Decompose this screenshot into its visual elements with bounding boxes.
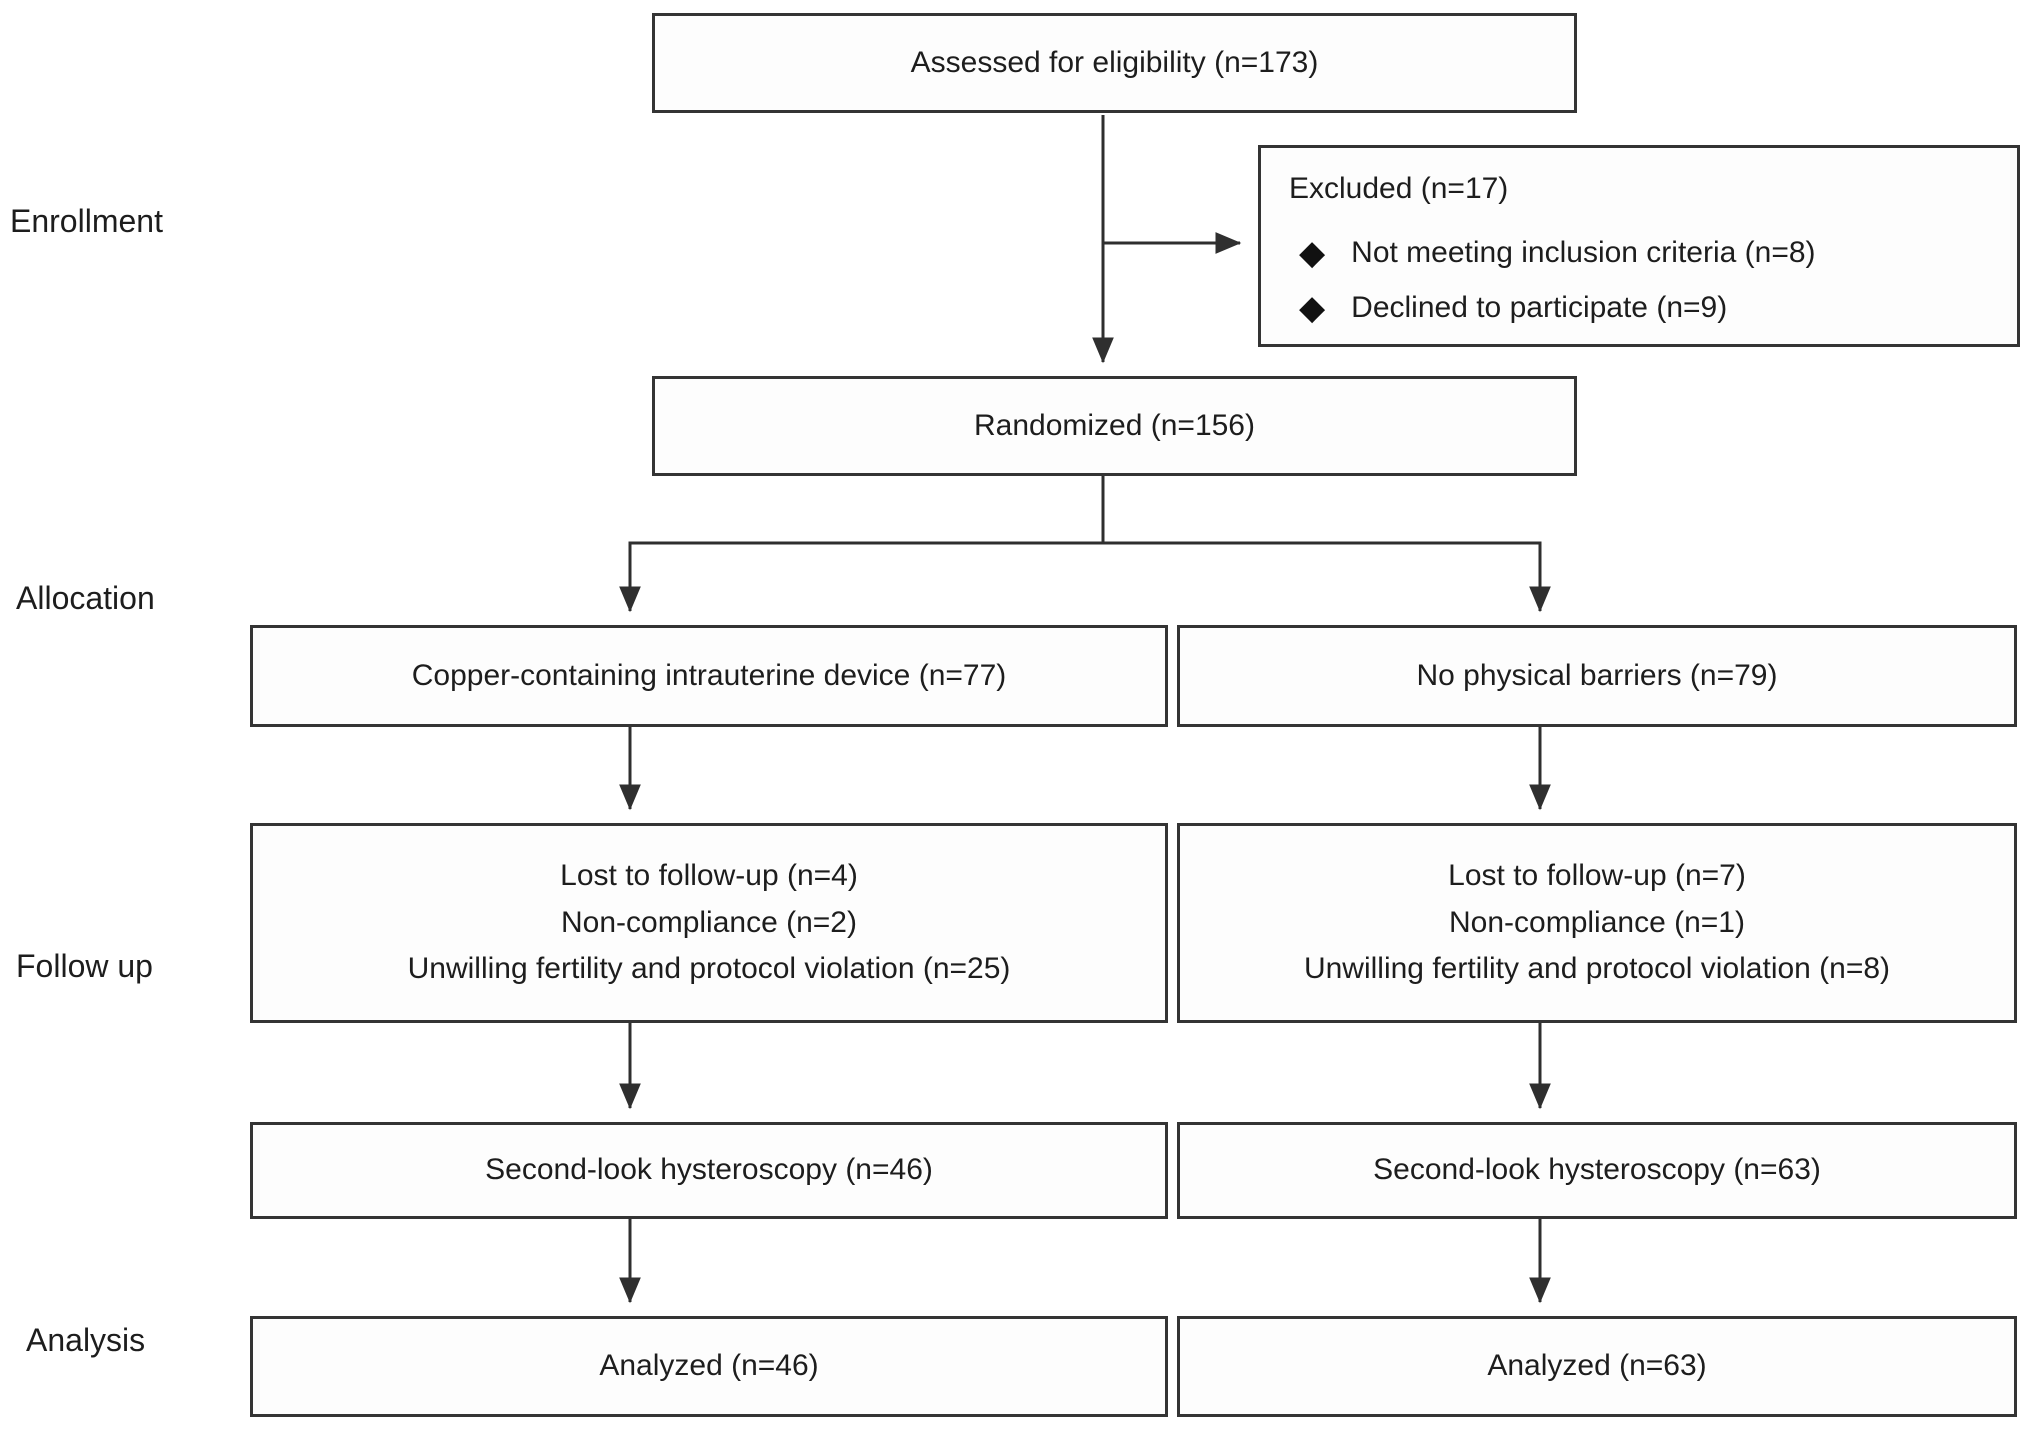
box-randomized-label: Randomized (n=156) xyxy=(973,408,1255,442)
box-followup-right: Lost to follow-up (n=7) Non-compliance (… xyxy=(1177,823,2017,1023)
diamond-bullet-icon: ◆ xyxy=(1299,234,1326,273)
stage-label-allocation: Allocation xyxy=(16,580,155,616)
box-allocation-right: No physical barriers (n=79) xyxy=(1177,625,2017,727)
box-followup-left: Lost to follow-up (n=4) Non-compliance (… xyxy=(250,823,1168,1023)
stage-label-analysis: Analysis xyxy=(26,1322,146,1358)
box-analyzed-left: Analyzed (n=46) xyxy=(250,1316,1168,1417)
box-assessed-eligibility-label: Assessed for eligibility (n=173) xyxy=(910,45,1319,79)
box-hysteroscopy-right: Second-look hysteroscopy (n=63) xyxy=(1177,1122,2017,1219)
box-randomized: Randomized (n=156) xyxy=(652,376,1577,476)
box-allocation-right-label: No physical barriers (n=79) xyxy=(1416,658,1778,692)
followup-right-line: Lost to follow-up (n=7) xyxy=(1448,859,1746,893)
excluded-item-row: ◆ Declined to participate (n=9) xyxy=(1289,285,1727,332)
excluded-title: Excluded (n=17) xyxy=(1289,172,1509,205)
followup-left-line: Unwilling fertility and protocol violati… xyxy=(407,952,1011,986)
box-allocation-left: Copper-containing intrauterine device (n… xyxy=(250,625,1168,727)
box-hysteroscopy-left: Second-look hysteroscopy (n=46) xyxy=(250,1122,1168,1219)
diamond-bullet-icon: ◆ xyxy=(1299,288,1326,327)
excluded-item-label: Not meeting inclusion criteria (n=8) xyxy=(1351,236,1816,269)
excluded-item-label: Declined to participate (n=9) xyxy=(1351,290,1728,324)
box-analyzed-left-label: Analyzed (n=46) xyxy=(599,1349,819,1383)
box-excluded: Excluded (n=17) ◆ Not meeting inclusion … xyxy=(1258,145,2020,347)
stage-label-enrollment: Enrollment xyxy=(10,203,163,239)
followup-left-line: Non-compliance (n=2) xyxy=(561,905,857,939)
box-allocation-left-label: Copper-containing intrauterine device (n… xyxy=(411,658,1007,692)
followup-right-line: Unwilling fertility and protocol violati… xyxy=(1303,952,1891,986)
stage-label-followup: Follow up xyxy=(16,948,153,984)
followup-right-line: Non-compliance (n=1) xyxy=(1449,905,1745,939)
excluded-item-row: ◆ Not meeting inclusion criteria (n=8) xyxy=(1289,230,1816,277)
followup-left-line: Lost to follow-up (n=4) xyxy=(560,859,858,893)
box-hysteroscopy-right-label: Second-look hysteroscopy (n=63) xyxy=(1373,1153,1821,1187)
box-analyzed-right-label: Analyzed (n=63) xyxy=(1487,1349,1707,1383)
box-assessed-eligibility: Assessed for eligibility (n=173) xyxy=(652,13,1577,113)
box-hysteroscopy-left-label: Second-look hysteroscopy (n=46) xyxy=(485,1153,933,1187)
box-analyzed-right: Analyzed (n=63) xyxy=(1177,1316,2017,1417)
